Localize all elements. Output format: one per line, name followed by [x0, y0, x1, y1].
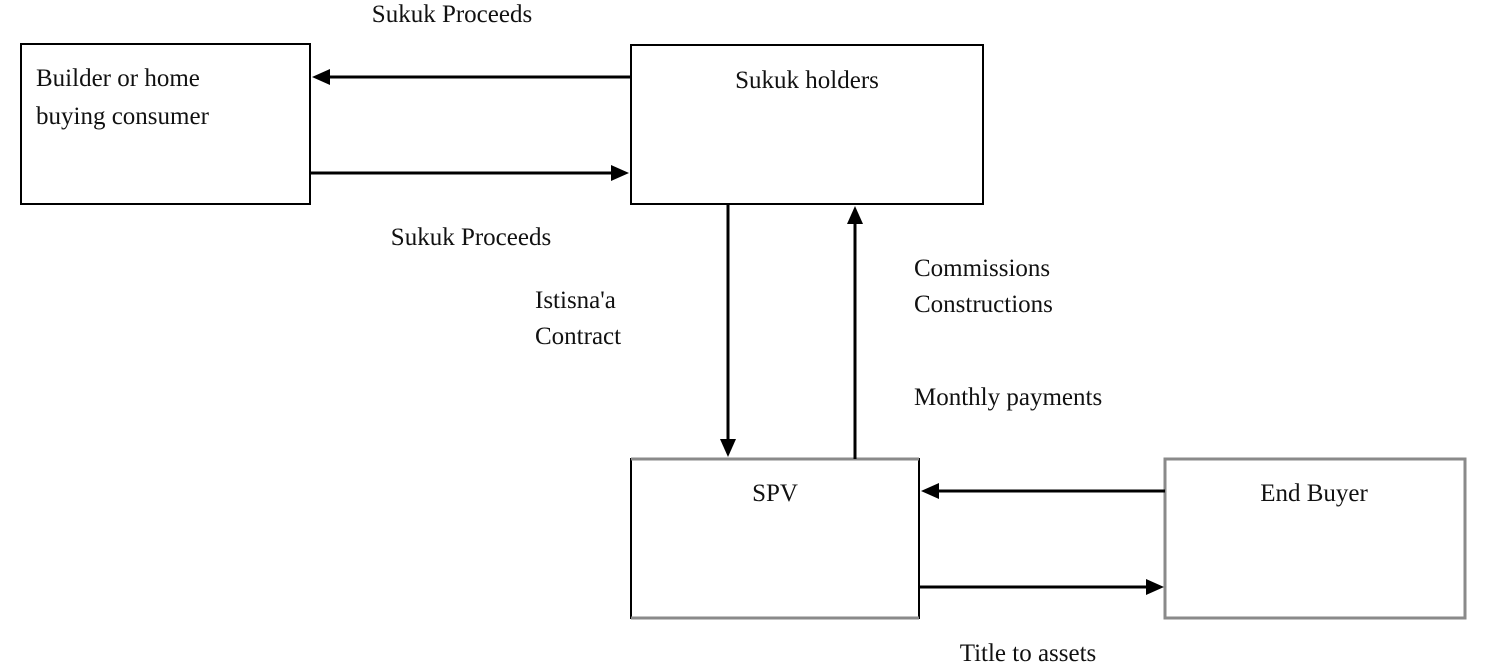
node-spv-label: SPV — [752, 480, 798, 507]
edge-builder-to-holders: Sukuk Proceeds — [310, 165, 629, 251]
arrowhead-down-icon — [720, 439, 736, 457]
edge-builder-to-holders-label: Sukuk Proceeds — [391, 224, 551, 251]
node-buyer-box — [1163, 457, 1467, 620]
edge-spv-to-buyer: Title to assets — [919, 579, 1164, 667]
arrowhead-up-icon — [847, 206, 863, 224]
node-holders-box — [630, 44, 984, 205]
node-builder-label-line2: buying consumer — [36, 103, 210, 130]
node-buyer-label: End Buyer — [1260, 480, 1368, 507]
edge-spv-to-buyer-label: Title to assets — [960, 640, 1097, 667]
node-holders-label: Sukuk holders — [735, 67, 879, 94]
edge-buyer-to-spv — [921, 483, 1165, 499]
arrowhead-left-icon — [921, 483, 939, 499]
edge-spv-to-holders: Commissions Constructions Monthly paymen… — [847, 206, 1102, 459]
edge-holders-to-spv-label-line2: Contract — [535, 323, 621, 350]
arrowhead-right-icon — [1146, 579, 1164, 595]
node-holders: Sukuk holders — [630, 44, 984, 205]
node-builder-label-line1: Builder or home — [36, 65, 200, 92]
edge-holders-to-builder-label: Sukuk Proceeds — [372, 1, 532, 28]
edge-spv-to-holders-label-line1: Commissions — [914, 255, 1050, 282]
edge-spv-to-holders-label-line2: Constructions — [914, 291, 1053, 318]
edge-spv-to-holders-label2: Monthly payments — [914, 384, 1102, 411]
edge-holders-to-spv-label-line1: Istisna'a — [535, 287, 616, 314]
edge-holders-to-builder: Sukuk Proceeds — [312, 1, 631, 85]
node-buyer: End Buyer — [1163, 457, 1467, 620]
node-builder-box — [20, 43, 311, 205]
node-builder: Builder or home buying consumer — [20, 43, 311, 205]
node-spv: SPV — [630, 457, 920, 620]
arrowhead-left-icon — [312, 69, 330, 85]
edge-holders-to-spv: Istisna'a Contract — [535, 204, 736, 457]
arrowhead-right-icon — [611, 165, 629, 181]
